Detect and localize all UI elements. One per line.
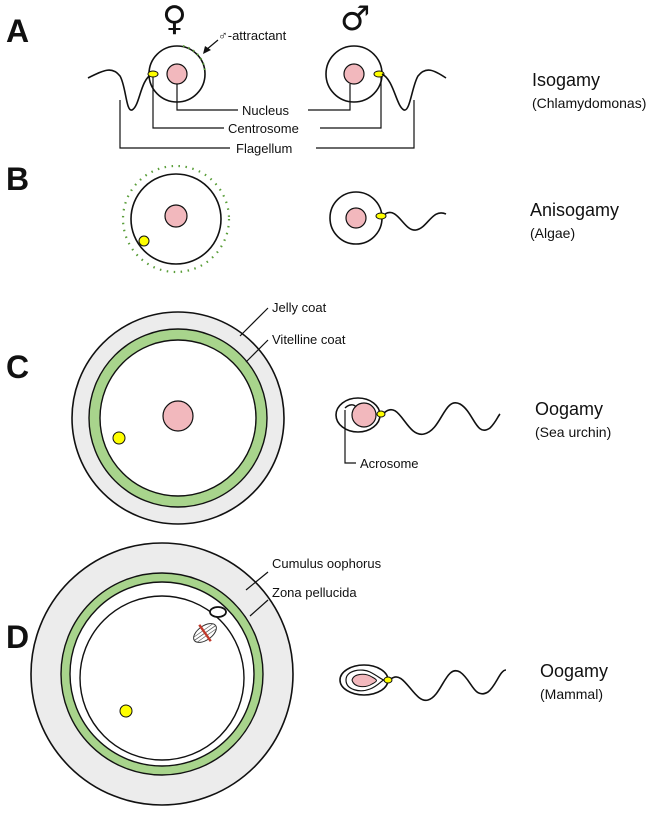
female-centrosome-a: [147, 70, 159, 78]
acrosome-label: Acrosome: [360, 456, 419, 471]
mammal-egg-cytoplasm: [79, 595, 245, 761]
chromosomes: [198, 624, 212, 642]
jelly-coat-label: Jelly coat: [272, 300, 327, 315]
male-centrosome-a: [373, 70, 385, 78]
acrosome-leader: [344, 410, 356, 464]
female-nucleus-a: [166, 63, 188, 85]
panel-a-letter: A: [6, 13, 29, 49]
panel-c: C Jelly coat Vitelline coat Acrosome Oog…: [6, 300, 611, 525]
sperm-nucleus-d: [351, 673, 377, 688]
centrosome-label: Centrosome: [228, 121, 299, 136]
cumulus-oophorus-label: Cumulus oophorus: [272, 556, 382, 571]
panel-b-letter: B: [6, 161, 29, 197]
attractant-arrowhead: [203, 46, 211, 54]
panel-c-title: Oogamy: [535, 399, 603, 419]
egg-nucleus-c: [162, 400, 194, 432]
sperm-flagellum-c: [383, 402, 501, 435]
panel-b: B Anisogamy (Algae): [6, 161, 619, 274]
attractant-dots-b: [121, 164, 231, 274]
sperm-centrosome-d: [383, 676, 393, 684]
flagellum-label: Flagellum: [236, 141, 292, 156]
zona-pellucida-label: Zona pellucida: [272, 585, 357, 600]
panel-b-subtitle: (Algae): [530, 225, 575, 241]
sperm-flagellum-d: [390, 669, 507, 701]
female-centrosome-b: [138, 235, 150, 247]
male-nucleus-a: [343, 63, 365, 85]
nucleus-label: Nucleus: [242, 103, 289, 118]
male-nucleus-b: [345, 207, 367, 229]
polar-body: [209, 606, 227, 618]
male-symbol: ♂: [340, 0, 370, 39]
panel-c-subtitle: (Sea urchin): [535, 424, 611, 440]
panel-d: D Cumulus oophorus Zona pellucida Oogamy…: [6, 542, 608, 806]
acrosome-c: [344, 404, 357, 409]
panel-a-title: Isogamy: [532, 70, 600, 90]
vitelline-coat-label: Vitelline coat: [272, 332, 346, 347]
female-nucleus-b: [164, 204, 188, 228]
panel-d-subtitle: (Mammal): [540, 686, 603, 702]
panel-a-subtitle: (Chlamydomonas): [532, 95, 646, 111]
nucleus-label-bg: [238, 101, 308, 118]
panel-c-letter: C: [6, 349, 29, 385]
zona-leader: [249, 599, 269, 617]
centrosome-label-bg: [224, 119, 320, 136]
jelly-coat-leader: [239, 307, 269, 337]
cumulus-leader: [245, 571, 269, 591]
egg-centrosome-c: [112, 431, 126, 445]
panel-b-title: Anisogamy: [530, 200, 619, 220]
flagellum-label-bg: [230, 139, 316, 156]
vitelline-coat-leader: [245, 339, 269, 363]
egg-centrosome-d: [119, 704, 133, 718]
sperm-centrosome-c: [376, 410, 386, 418]
meiotic-spindle: [193, 623, 217, 643]
male-centrosome-b: [375, 212, 387, 220]
panel-d-letter: D: [6, 619, 29, 655]
male-flagellum: [381, 69, 447, 111]
attractant-label: ♂-attractant: [218, 28, 287, 43]
panel-d-title: Oogamy: [540, 661, 608, 681]
female-flagellum: [87, 69, 153, 111]
male-flagellum-b: [384, 211, 447, 231]
panel-a: A ♀ ♂ ♂-attractant Nucleus Centrosome Fl…: [6, 0, 646, 156]
female-symbol: ♀: [162, 0, 187, 39]
sperm-nucleus-c: [351, 402, 377, 428]
